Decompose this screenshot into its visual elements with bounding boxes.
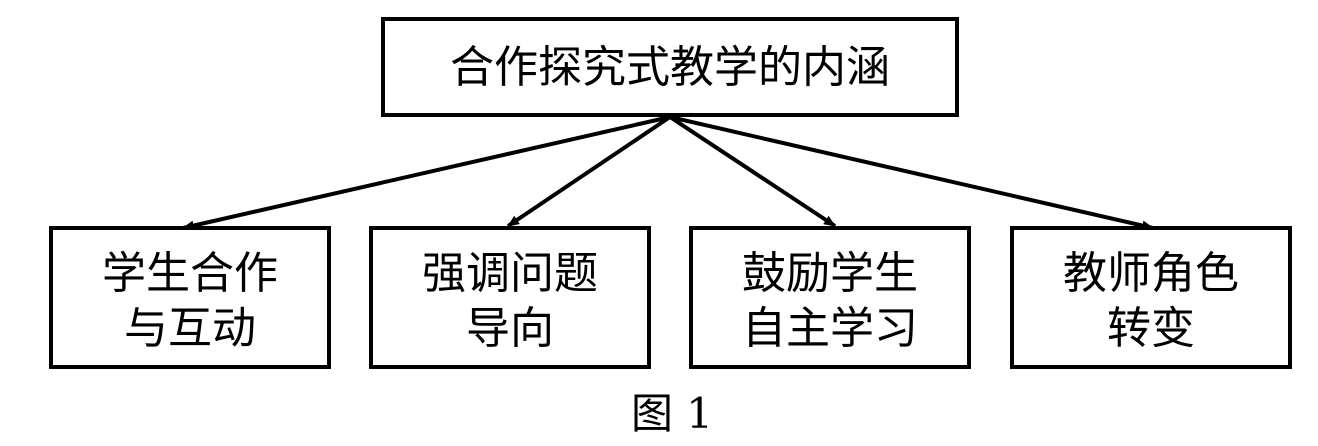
figure-caption: 图 1 bbox=[631, 389, 713, 438]
connectors bbox=[182, 115, 1154, 231]
child-node-1: 学生合作 与互动 bbox=[49, 226, 331, 369]
root-node-label: 合作探究式教学的内涵 bbox=[450, 42, 890, 93]
child-node-2-line-1: 强调问题 bbox=[422, 248, 598, 299]
child-node-1-line-2: 与互动 bbox=[124, 303, 256, 354]
root-node: 合作探究式教学的内涵 bbox=[381, 17, 959, 117]
arrow-to-child-3 bbox=[668, 115, 837, 228]
child-node-1-line-1: 学生合作 bbox=[102, 248, 278, 299]
arrow-to-child-2 bbox=[506, 115, 672, 228]
arrow-to-child-4 bbox=[669, 115, 1154, 231]
arrow-to-child-1 bbox=[182, 115, 671, 231]
child-node-3: 鼓励学生 自主学习 bbox=[689, 226, 971, 369]
child-node-3-line-1: 鼓励学生 bbox=[742, 248, 918, 299]
child-node-3-line-2: 自主学习 bbox=[742, 303, 918, 354]
child-node-4-line-1: 教师角色 bbox=[1063, 248, 1239, 299]
child-node-2: 强调问题 导向 bbox=[369, 226, 651, 369]
child-node-2-line-2: 导向 bbox=[466, 303, 554, 354]
child-node-4: 教师角色 转变 bbox=[1010, 226, 1292, 369]
child-node-4-line-2: 转变 bbox=[1107, 303, 1195, 354]
